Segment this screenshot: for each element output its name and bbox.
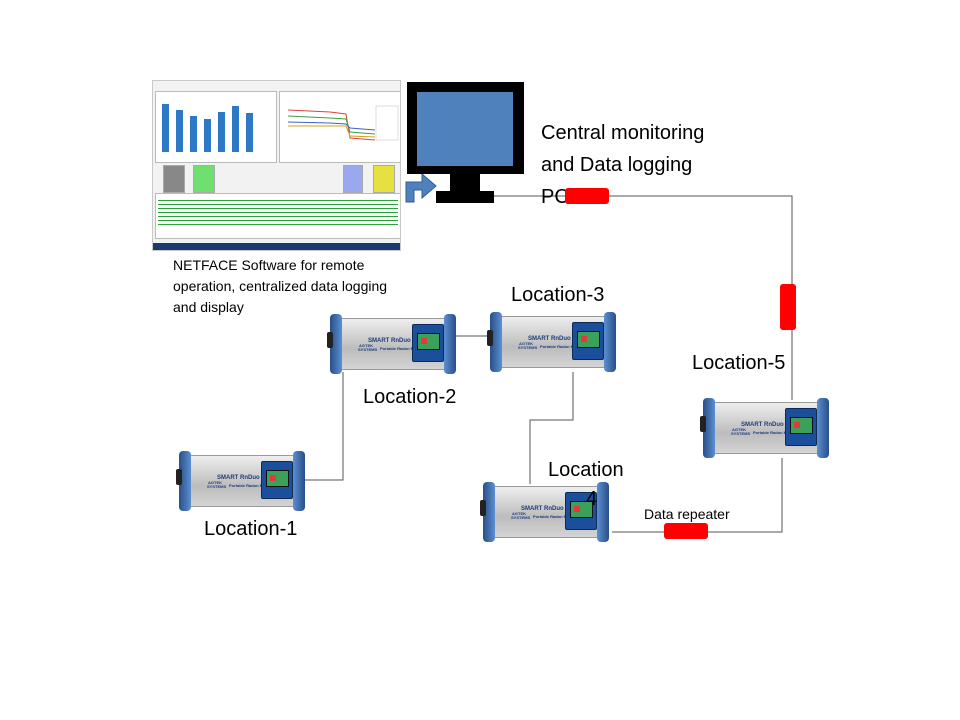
- location-3-label: Location-3: [511, 284, 605, 306]
- software-caption-line3: and display: [173, 299, 244, 315]
- location-4-label-line1: Location: [548, 459, 624, 481]
- monitor-screen: [417, 92, 513, 166]
- location-2-label: Location-2: [363, 386, 457, 408]
- central-label-line2: and Data logging: [541, 154, 693, 176]
- data-repeater-bottom: [664, 523, 708, 539]
- data-repeater-pc: [565, 188, 609, 204]
- location-5-label: Location-5: [692, 352, 786, 374]
- radon-monitor-location-3: AGTEK SYSTEMS SMART RnDuo Portable Radon…: [487, 312, 616, 372]
- device-brand: AGTEK SYSTEMS: [358, 343, 378, 352]
- radon-monitor-location-2: AGTEK SYSTEMS SMART RnDuo Portable Radon…: [327, 314, 456, 374]
- central-label-line1: Central monitoring: [541, 122, 705, 144]
- device-subtitle: Portable Radon Monitor: [229, 483, 275, 488]
- wire-loc3-to-loc4: [529, 372, 574, 484]
- line-chart-panel: [279, 91, 400, 163]
- device-model: SMART RnDuo: [368, 338, 411, 344]
- data-repeater-label: Data repeater: [644, 506, 730, 522]
- sw-button-yellow: [373, 165, 395, 193]
- device-brand: AGTEK SYSTEMS: [731, 427, 751, 436]
- radon-monitor-location-1: AGTEK SYSTEMS SMART RnDuo Portable Radon…: [176, 451, 305, 511]
- data-repeater-vertical: [780, 284, 796, 330]
- sw-taskbar: [153, 243, 400, 250]
- device-subtitle: Portable Radon Monitor: [753, 430, 799, 435]
- radon-monitor-location-4: AGTEK SYSTEMS SMART RnDuo Portable Radon…: [480, 482, 609, 542]
- device-brand: AGTEK SYSTEMS: [518, 341, 538, 350]
- monitor-base: [436, 191, 494, 203]
- location-1-label: Location-1: [204, 518, 298, 540]
- sw-button-green: [193, 165, 215, 193]
- device-model: SMART RnDuo: [741, 422, 784, 428]
- link-arrow-icon: [405, 172, 437, 203]
- sw-data-table: [155, 193, 400, 239]
- device-model: SMART RnDuo: [528, 336, 571, 342]
- software-caption-line1: NETFACE Software for remote: [173, 257, 365, 273]
- monitor-neck: [450, 174, 480, 191]
- sw-button-grey: [163, 165, 185, 193]
- netface-software-screenshot: [152, 80, 401, 251]
- wire-loc1-to-loc2: [302, 372, 344, 481]
- device-brand: AGTEK SYSTEMS: [207, 480, 227, 489]
- software-caption-line2: operation, centralized data logging: [173, 278, 388, 294]
- bar-chart-panel: [155, 91, 277, 163]
- central-label-line3: PC: [541, 186, 569, 208]
- location-4-label-line2: 4: [586, 488, 598, 510]
- radon-monitor-location-5: AGTEK SYSTEMS SMART RnDuo Portable Radon…: [700, 398, 829, 458]
- device-subtitle: Portable Radon Monitor: [540, 344, 586, 349]
- sw-button-blue: [343, 165, 363, 193]
- device-model: SMART RnDuo: [521, 506, 564, 512]
- device-model: SMART RnDuo: [217, 475, 260, 481]
- device-subtitle: Portable Radon Monitor: [533, 514, 579, 519]
- device-subtitle: Portable Radon Monitor: [380, 346, 426, 351]
- device-brand: AGTEK SYSTEMS: [511, 511, 531, 520]
